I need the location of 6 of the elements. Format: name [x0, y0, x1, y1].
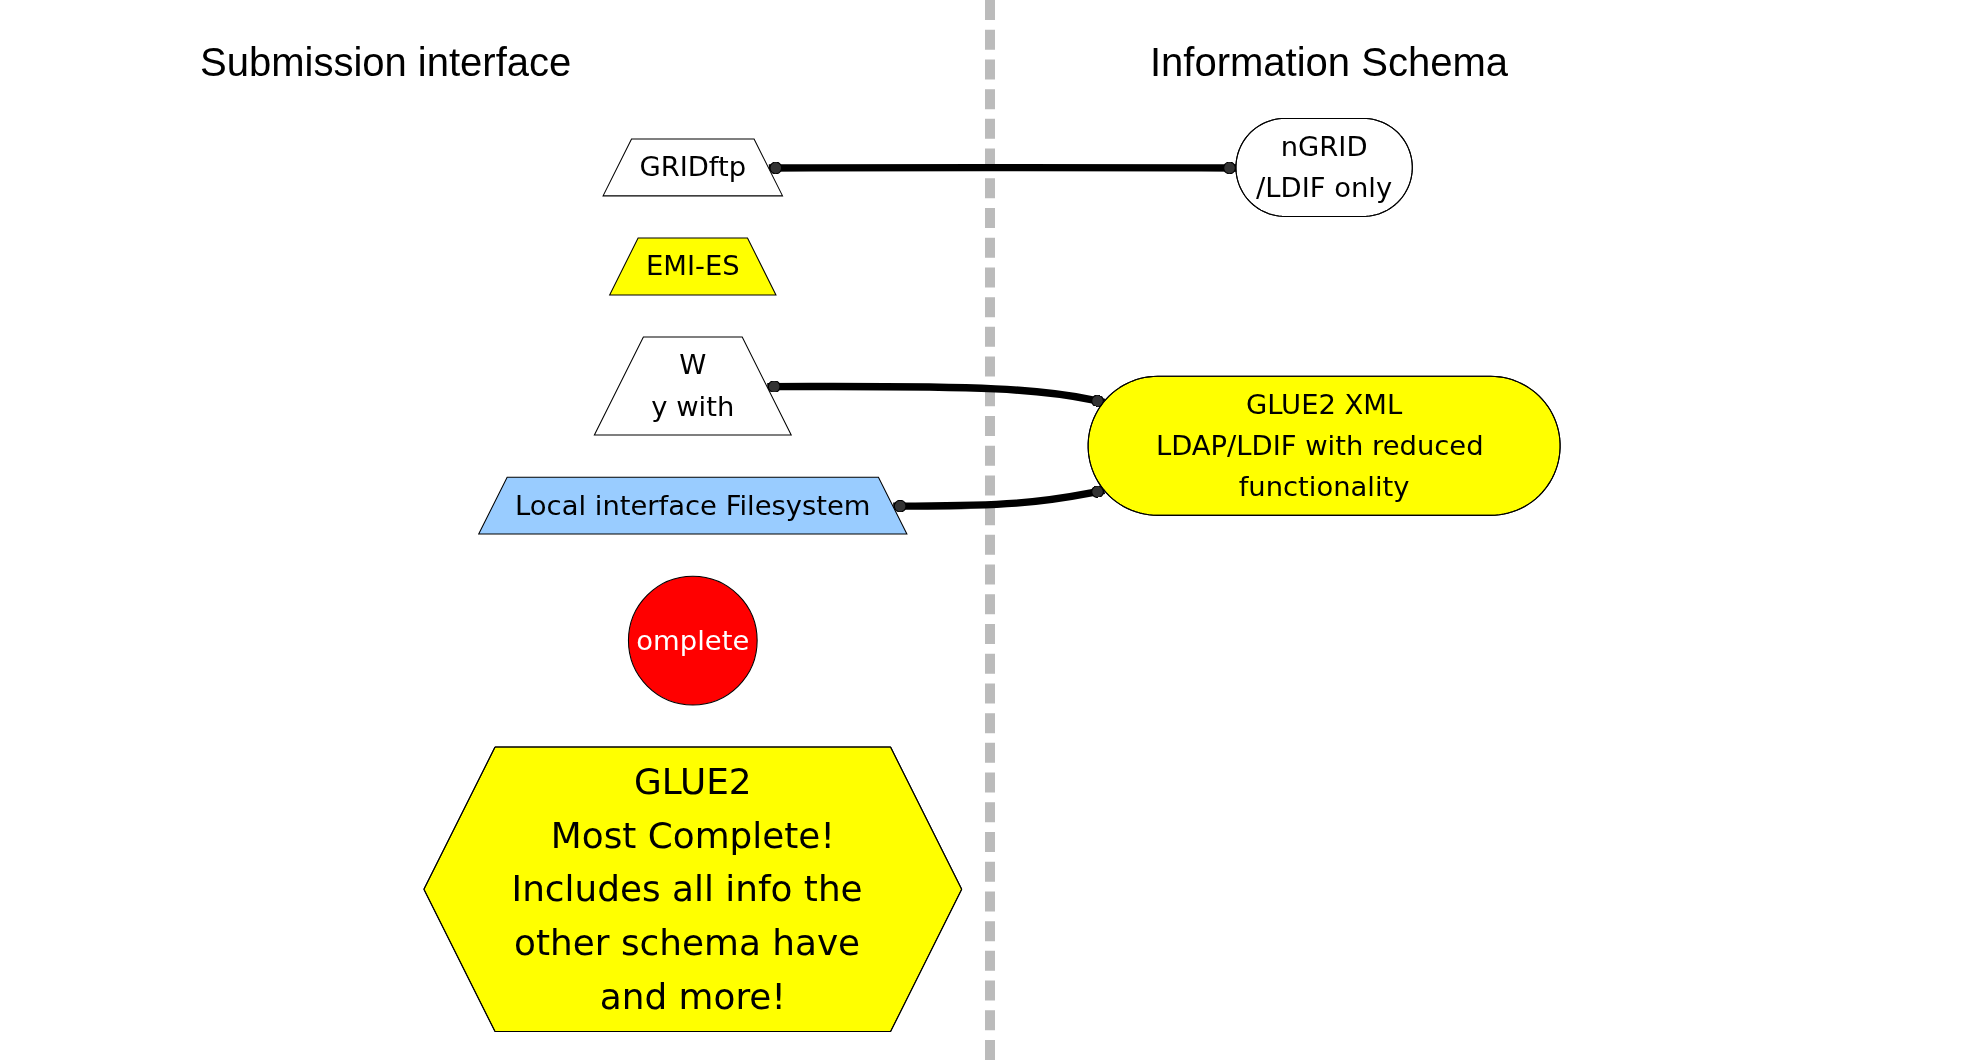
connector [767, 380, 1106, 408]
column-heading: Information Schema [1150, 40, 1508, 85]
connector [768, 161, 1237, 175]
connector [893, 485, 1106, 513]
node-circle: omplete [627, 575, 758, 706]
column-heading: Submission interface [200, 40, 572, 85]
